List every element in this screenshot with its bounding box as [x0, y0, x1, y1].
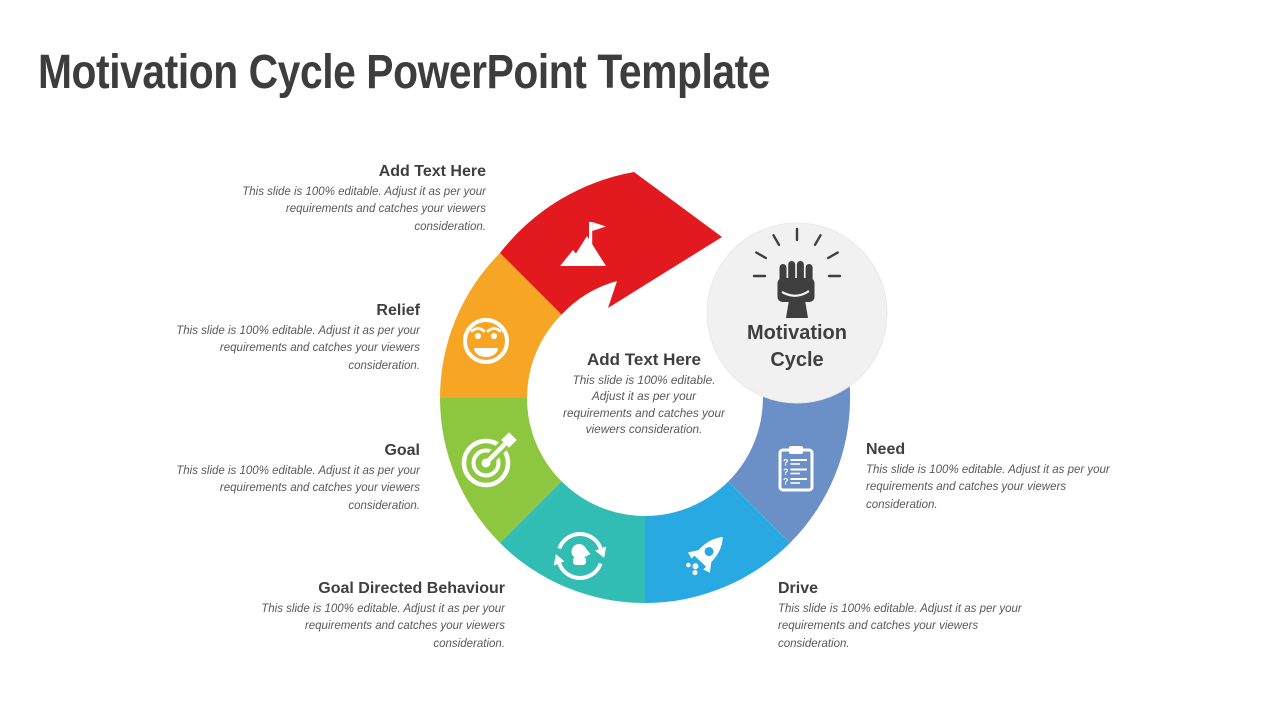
- head-refresh-icon: [553, 531, 607, 581]
- smiley-face-icon: [463, 318, 509, 364]
- raised-fist-icon: [752, 227, 842, 318]
- svg-text:?: ?: [783, 477, 789, 487]
- block-body: This slide is 100% editable. Adjust it a…: [176, 465, 420, 512]
- center-body: This slide is 100% editable. Adjust it a…: [563, 373, 725, 437]
- slide-title: Motivation Cycle PowerPoint Template: [38, 46, 771, 99]
- label-block-add-text-here: Add Text Here This slide is 100% editabl…: [222, 162, 486, 236]
- hub-label: Motivation Cycle: [707, 320, 887, 374]
- svg-text:?: ?: [783, 467, 789, 477]
- block-body: This slide is 100% editable. Adjust it a…: [176, 325, 420, 372]
- block-heading: Drive: [778, 580, 819, 597]
- hub-label-line1: Motivation: [747, 322, 847, 344]
- block-heading: Need: [866, 441, 906, 458]
- label-block-need: Need This slide is 100% editable. Adjust…: [866, 440, 1130, 514]
- label-block-goal: Goal This slide is 100% editable. Adjust…: [156, 441, 420, 515]
- label-block-relief: Relief This slide is 100% editable. Adju…: [156, 301, 420, 375]
- block-body: This slide is 100% editable. Adjust it a…: [778, 603, 1022, 650]
- block-heading: Relief: [376, 302, 420, 319]
- block-body: This slide is 100% editable. Adjust it a…: [261, 603, 505, 650]
- segment-arrow-add-text: [500, 172, 722, 315]
- label-block-drive: Drive This slide is 100% editable. Adjus…: [778, 579, 1042, 653]
- hub-label-line2: Cycle: [770, 349, 824, 371]
- svg-text:?: ?: [783, 458, 789, 468]
- mountain-flag-icon: [560, 222, 606, 266]
- center-heading: Add Text Here: [587, 350, 701, 369]
- block-heading: Add Text Here: [378, 163, 486, 180]
- block-heading: Goal Directed Behaviour: [318, 580, 505, 597]
- block-heading: Goal: [384, 442, 420, 459]
- block-body: This slide is 100% editable. Adjust it a…: [866, 464, 1110, 511]
- rocket-icon: [686, 536, 723, 576]
- target-arrow-icon: [461, 432, 517, 488]
- label-block-goal-directed-behaviour: Goal Directed Behaviour This slide is 10…: [241, 579, 505, 653]
- segment-goal: [439, 398, 562, 543]
- segment-goal-directed-behaviour: [500, 481, 645, 603]
- center-text-block: Add Text Here This slide is 100% editabl…: [556, 350, 732, 438]
- clipboard-questions-icon: ? ? ?: [778, 446, 814, 492]
- block-body: This slide is 100% editable. Adjust it a…: [242, 186, 486, 233]
